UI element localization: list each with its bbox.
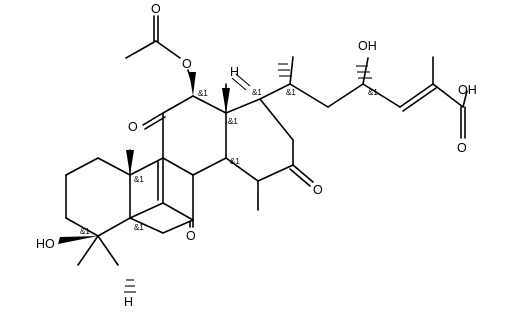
- stereo-labels: &1 &1 &1 &1 &1 &1 &1 &1 &1: [80, 88, 378, 236]
- atom-label-acid-hydroxyl: OH: [458, 83, 477, 97]
- atom-label-hydrogen-c5: H: [124, 295, 133, 309]
- stereo-label-c20: &1: [286, 88, 296, 97]
- stereo-label-c12: &1: [198, 89, 208, 98]
- atom-label-ketone-c15: O: [313, 183, 323, 197]
- atom-label-ketone-c11: O: [128, 120, 138, 134]
- atom-label-hydroxyl-c3: HO: [36, 237, 55, 251]
- stereo-label-c17: &1: [252, 88, 262, 97]
- stereo-label-c14: &1: [230, 157, 240, 166]
- bond-skeleton: [65, 15, 468, 266]
- atom-labels: O O O O O HO OH OH O H H: [36, 2, 477, 309]
- stereo-label-c5: &1: [134, 223, 144, 232]
- atom-label-ketone-c7: O: [186, 229, 196, 243]
- atom-label-acid-oxygen: O: [457, 141, 467, 155]
- stereo-bonds: [58, 63, 372, 293]
- stereo-label-c3: &1: [80, 227, 90, 236]
- stereo-label-c10: &1: [134, 175, 144, 184]
- atom-label-hydrogen-c17: H: [230, 65, 239, 79]
- stereo-label-c13: &1: [228, 117, 238, 126]
- atom-label-ester-oxygen: O: [182, 57, 192, 71]
- stereo-label-c23: &1: [368, 88, 378, 97]
- atom-label-acetyl-oxygen: O: [151, 2, 161, 16]
- atom-label-hydroxyl-c23: OH: [358, 39, 377, 53]
